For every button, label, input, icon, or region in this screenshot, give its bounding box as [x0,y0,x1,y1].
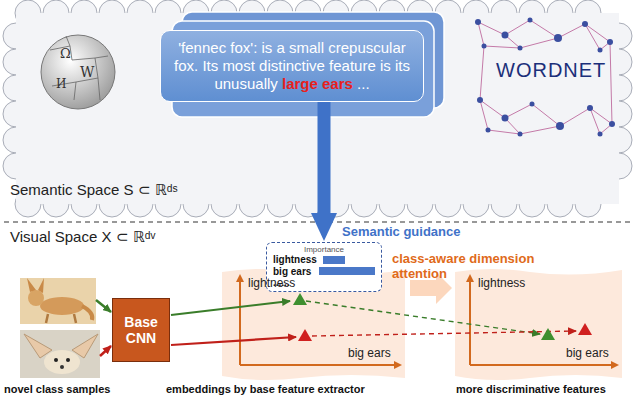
paper-sheet: 'fennec fox': is a small crepuscular fox… [160,30,424,102]
axis-label: big ears [348,347,391,361]
feature-shift [312,331,576,336]
axis-label: lightness [248,277,295,291]
logo-text: WORDNET [496,59,606,82]
embedding-arrow [171,301,290,315]
embedding-arrow [171,337,296,345]
caption-text: novel class samples [4,383,110,396]
caption-text: more discriminative features [456,383,606,396]
cnn-box: Base CNN [112,298,170,362]
feature-shift [306,301,540,334]
feature-point [293,293,307,305]
input-arrow [100,346,111,356]
wordnet-network [478,20,612,134]
space-label: Visual Space X ⊂ ℝᵈᵛ [10,228,155,245]
highlight-text: large ears [282,75,353,92]
space-divider [4,221,630,222]
fox-photo-1 [20,278,96,324]
globe-glyph: И [56,78,66,92]
wikipedia-globe [41,35,115,109]
embedding-panel [455,269,622,380]
feature-point [298,329,312,341]
importance-bar [319,267,375,275]
guidance-arrow [318,102,331,213]
space-label: Semantic Space S ⊂ ℝᵈˢ [10,181,178,198]
axis-label: big ears [566,347,609,361]
caption-text: embeddings by base feature extractor [166,383,365,396]
description-text: ... [357,75,370,92]
input-arrow [96,300,111,312]
cloud-outline [3,0,632,217]
dimension-name: big ears [273,266,315,278]
dimension-name: lightness [273,254,319,266]
attention-label: class-aware dimension attention [392,252,552,282]
feature-point [541,328,555,340]
globe-glyph: Ω [60,47,71,62]
feature-point [578,323,592,335]
globe-glyph: W [80,64,94,80]
axis-label: lightness [478,277,525,291]
importance-bar [323,256,345,264]
wordnet-nodes [475,18,615,137]
importance-heading: Importance [304,245,344,254]
edge-label: Semantic guidance [340,225,462,240]
box-title: Base CNN [117,314,165,346]
fox-photo-2 [20,330,100,378]
description-text: 'fennec fox': is a small crepuscular fox… [171,39,413,93]
